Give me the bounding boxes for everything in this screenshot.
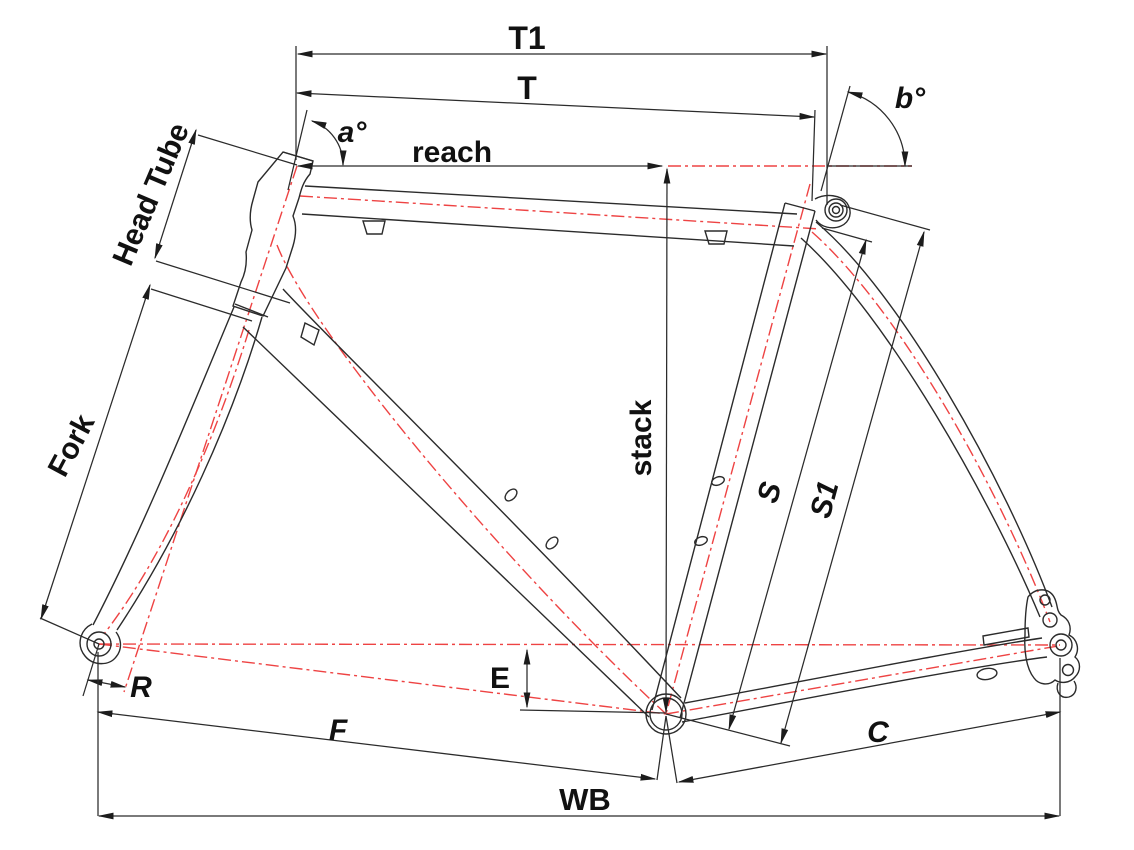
head-tube-extension-bottom — [155, 260, 291, 304]
cable-stops-and-bosses — [300, 220, 728, 550]
stack-dimension-line — [662, 167, 671, 714]
down-tube-center-line — [276, 244, 667, 715]
fork-dimension-line — [40, 283, 151, 621]
center-lines — [98, 165, 1061, 715]
label-t: T — [517, 70, 537, 106]
c-extension-left — [665, 715, 678, 784]
fork-blade — [92, 306, 263, 631]
s1-extension-top — [839, 204, 931, 231]
seat-binder — [814, 194, 851, 229]
seat-stays — [800, 221, 1053, 618]
head-tube-extension-top — [197, 134, 298, 166]
axle-line — [98, 643, 1061, 646]
fork-extension-top — [150, 288, 253, 322]
label-reach: reach — [412, 136, 492, 169]
c-dimension-line — [677, 711, 1062, 783]
label-stack: stack — [625, 399, 658, 476]
label-angle-b: b° — [895, 82, 926, 115]
label-t1: T1 — [508, 20, 545, 56]
chainstay-center-line — [665, 645, 1059, 715]
f-dimension-line — [96, 710, 657, 781]
head-angle-arc — [310, 120, 347, 167]
front-dropout — [79, 623, 122, 665]
label-s: S — [751, 479, 788, 507]
rear-dropout-hanger — [1024, 589, 1081, 699]
top-tube-center-line — [299, 195, 821, 230]
down-tube — [242, 288, 682, 718]
front-center-line — [98, 643, 667, 715]
label-wb: WB — [559, 782, 611, 817]
fork-extension-bottom — [39, 617, 100, 645]
dimension-lines — [39, 46, 1062, 820]
label-f: F — [329, 714, 348, 747]
fork-blade-center-line — [103, 329, 250, 635]
s-extension-bottom — [665, 713, 791, 747]
f-extension-right — [656, 715, 667, 781]
seat-tube — [651, 202, 816, 719]
label-r: R — [130, 671, 152, 704]
head-tube-dimension-line — [154, 128, 197, 260]
seat-tube-center-line — [665, 183, 811, 715]
steering-axis-line — [123, 165, 298, 693]
label-e: E — [490, 662, 510, 695]
s-extension-top — [821, 227, 873, 243]
s1-dimension-line — [780, 230, 925, 745]
head-tube — [232, 151, 314, 318]
label-fork: Fork — [42, 409, 102, 482]
s-dimension-line — [728, 238, 867, 731]
label-s1: S1 — [804, 478, 845, 522]
r-boundary-line — [82, 643, 100, 697]
seat-stay-center-line — [811, 231, 1051, 623]
t-extension-right — [811, 109, 816, 202]
chain-stays — [681, 627, 1048, 723]
t-dimension-line — [295, 90, 816, 120]
label-angle-a: a° — [338, 116, 368, 149]
frame-outline — [79, 151, 1081, 735]
label-head-tube: Head Tube — [107, 118, 196, 270]
seat-angle-arc — [846, 91, 909, 168]
r-dimension-line — [86, 679, 127, 688]
head-angle-axis-line — [287, 109, 308, 191]
seat-angle-axis-line — [820, 85, 851, 192]
label-c: C — [867, 716, 890, 749]
top-tube — [301, 185, 798, 247]
